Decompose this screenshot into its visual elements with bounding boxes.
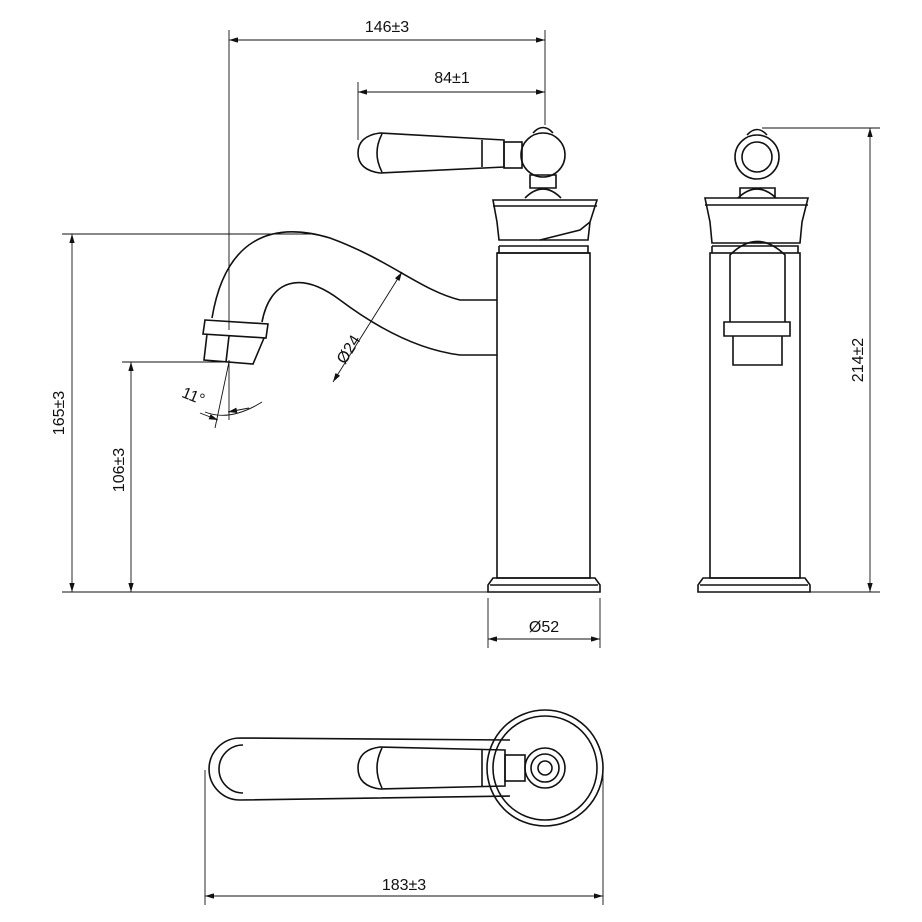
lever-offset-label: 84±1 bbox=[434, 70, 470, 87]
lever-handle bbox=[357, 132, 505, 174]
outlet-height-label: 106±3 bbox=[111, 448, 128, 492]
spout-diameter-label: Ø24 bbox=[334, 332, 364, 367]
lever-neck bbox=[503, 141, 523, 169]
base-diameter-label: Ø52 bbox=[529, 619, 559, 636]
side-view: 11° Ø24 bbox=[179, 126, 601, 593]
spout-nozzle bbox=[202, 319, 269, 365]
tap-base bbox=[487, 577, 601, 593]
total-height-label: 214±2 bbox=[850, 338, 867, 382]
front-cap bbox=[704, 197, 810, 244]
lever-hub bbox=[524, 174, 562, 199]
front-spout bbox=[729, 240, 786, 322]
spout-angle-label: 11° bbox=[179, 385, 207, 409]
front-view: 214±2 bbox=[697, 127, 880, 593]
tap-collar bbox=[497, 245, 590, 254]
top-lever bbox=[357, 746, 506, 790]
top-spout bbox=[208, 737, 511, 801]
overall-reach-label: 146±3 bbox=[365, 19, 409, 36]
total-length-label: 183±3 bbox=[382, 877, 426, 894]
spout-top-height-label: 165±3 bbox=[51, 391, 68, 435]
side-dimensions: 146±3 84±1 165±3 106±3 Ø52 bbox=[51, 19, 601, 648]
front-base bbox=[697, 577, 811, 593]
tap-cap bbox=[492, 199, 599, 241]
top-view: 183±3 bbox=[204, 709, 604, 905]
tap-body bbox=[496, 252, 591, 579]
front-body bbox=[709, 252, 801, 579]
